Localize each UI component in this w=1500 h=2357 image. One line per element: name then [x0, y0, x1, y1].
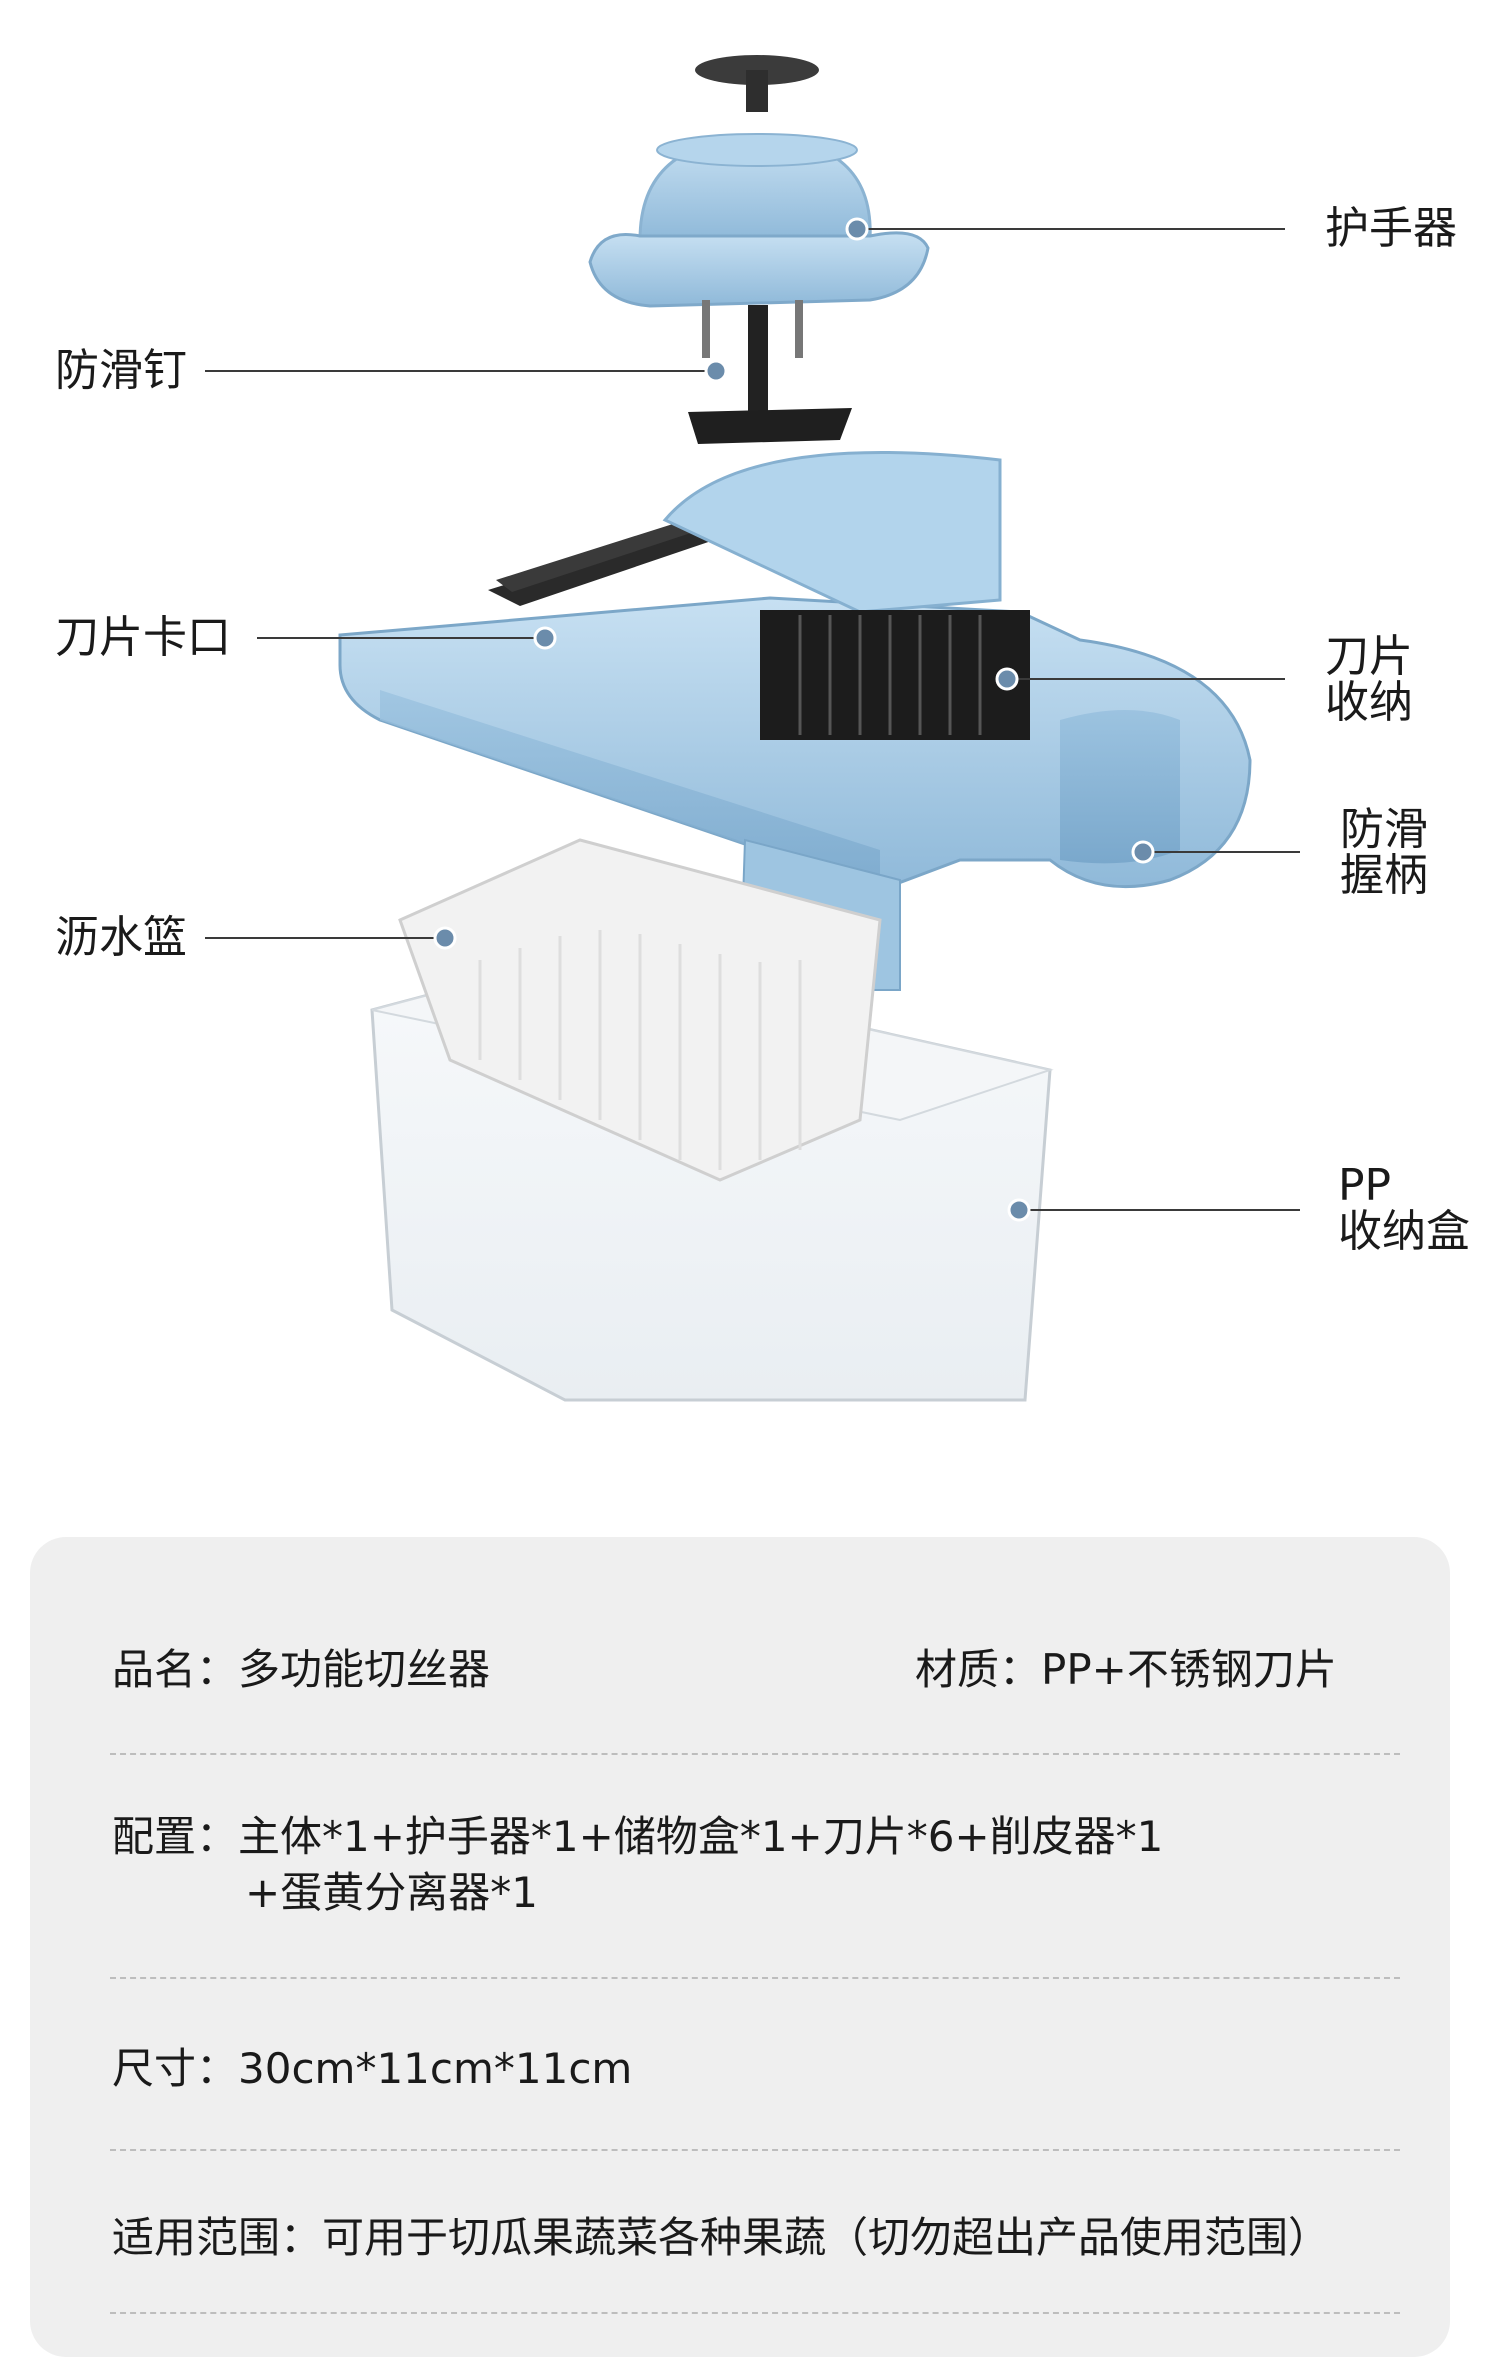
- spec-product-name: 品名：多功能切丝器: [112, 1645, 491, 1694]
- callout-drain-basket: 沥水篮: [55, 912, 187, 963]
- callout-hand-guard: 护手器: [1325, 203, 1457, 254]
- spec-divider: [110, 1753, 1400, 1755]
- callout-anti-slip-nails: 防滑钉: [55, 345, 187, 396]
- callout-dots: [433, 217, 1155, 1222]
- spec-size: 尺寸：30cm*11cm*11cm: [112, 2044, 633, 2093]
- spec-config-line2: +蛋黄分离器*1: [245, 1868, 538, 1917]
- spec-divider: [110, 2312, 1400, 2314]
- drain-basket-part: [398, 838, 882, 1182]
- spec-config-line1: 配置：主体*1+护手器*1+储物盒*1+刀片*6+削皮器*1: [112, 1812, 1164, 1861]
- spec-panel: 品名：多功能切丝器 材质：PP+不锈钢刀片 配置：主体*1+护手器*1+储物盒*…: [30, 1537, 1450, 2357]
- spec-usage: 适用范围：可用于切瓜果蔬菜各种果蔬（切勿超出产品使用范围）: [112, 2213, 1331, 2262]
- callout-leader-lines: [205, 228, 1300, 1211]
- product-exploded-illustration: [205, 55, 1300, 1402]
- spec-divider: [110, 1977, 1400, 1979]
- spec-divider: [110, 2149, 1400, 2151]
- hand-guard-part: [588, 55, 930, 444]
- callout-pp-box: PP 收纳盒: [1338, 1160, 1470, 1257]
- spec-material: 材质：PP+不锈钢刀片: [915, 1645, 1337, 1694]
- callout-anti-slip-handle: 防滑 握柄: [1340, 804, 1428, 901]
- blade-insert-part: [488, 517, 726, 606]
- callout-blade-slot: 刀片卡口: [55, 612, 231, 663]
- callout-blade-storage: 刀片 收纳: [1325, 631, 1413, 728]
